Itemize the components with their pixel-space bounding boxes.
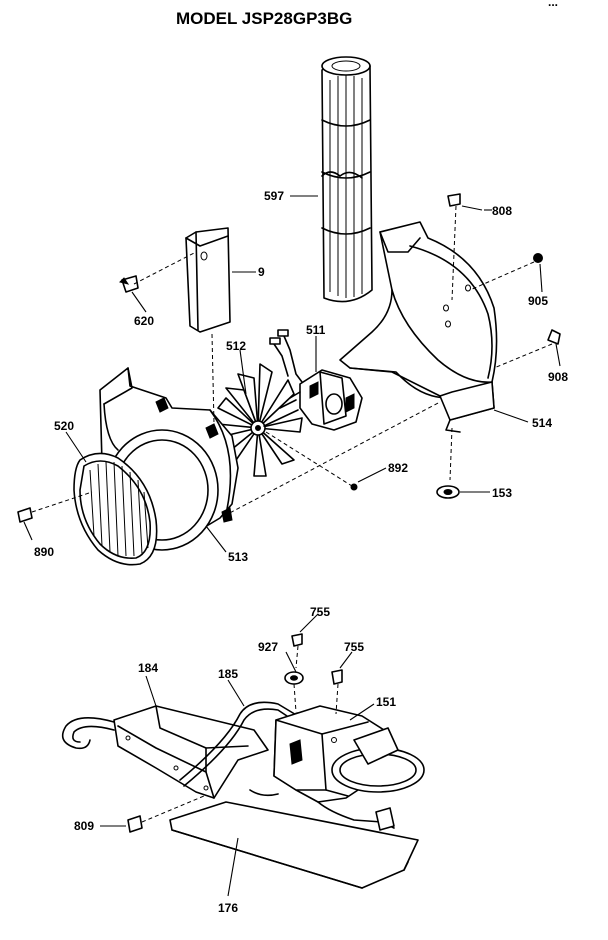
callout-620: 620 bbox=[134, 314, 154, 328]
blower-wheel-597 bbox=[321, 56, 373, 303]
duct-plate-9 bbox=[185, 227, 231, 333]
screw-808 bbox=[447, 193, 483, 301]
callout-511: 511 bbox=[306, 323, 326, 337]
callout-520: 520 bbox=[54, 419, 74, 433]
nut-892 bbox=[265, 431, 358, 491]
leader-lines bbox=[65, 195, 543, 897]
callout-597: 597 bbox=[264, 189, 284, 203]
callout-755-a: 755 bbox=[310, 605, 330, 619]
callout-890: 890 bbox=[34, 545, 54, 559]
motor-511 bbox=[269, 329, 363, 431]
corner-mark: ... bbox=[548, 0, 558, 9]
callout-514: 514 bbox=[532, 416, 552, 430]
screw-809 bbox=[127, 795, 205, 833]
grille-520 bbox=[73, 452, 158, 566]
callout-809: 809 bbox=[74, 819, 94, 833]
callout-9: 9 bbox=[258, 265, 265, 279]
callout-513: 513 bbox=[228, 550, 248, 564]
callout-905: 905 bbox=[528, 294, 548, 308]
duct-184 bbox=[61, 705, 269, 799]
screw-755-a bbox=[291, 633, 303, 669]
callout-151: 151 bbox=[376, 695, 396, 709]
screw-755-b bbox=[331, 669, 343, 715]
screw-620 bbox=[119, 251, 197, 293]
callout-185: 185 bbox=[218, 667, 238, 681]
model-title: MODEL JSP28GP3BG bbox=[176, 9, 352, 28]
screw-890 bbox=[17, 491, 93, 541]
callout-153: 153 bbox=[492, 486, 512, 500]
callout-908: 908 bbox=[548, 370, 568, 384]
callout-755-b: 755 bbox=[344, 640, 364, 654]
callout-184: 184 bbox=[138, 661, 158, 675]
screw-908 bbox=[493, 329, 561, 369]
filter-plate-176 bbox=[169, 801, 419, 889]
callout-512: 512 bbox=[226, 339, 246, 353]
grommet-153 bbox=[436, 427, 460, 499]
callout-927: 927 bbox=[258, 640, 278, 654]
fan-blade-512 bbox=[215, 363, 303, 477]
callout-176: 176 bbox=[218, 901, 238, 915]
motor-bracket-514 bbox=[339, 221, 498, 433]
callout-808: 808 bbox=[492, 204, 512, 218]
callout-892: 892 bbox=[388, 461, 408, 475]
damper-motor-151 bbox=[249, 705, 425, 831]
nut-905 bbox=[469, 253, 543, 291]
washer-927 bbox=[284, 671, 304, 713]
